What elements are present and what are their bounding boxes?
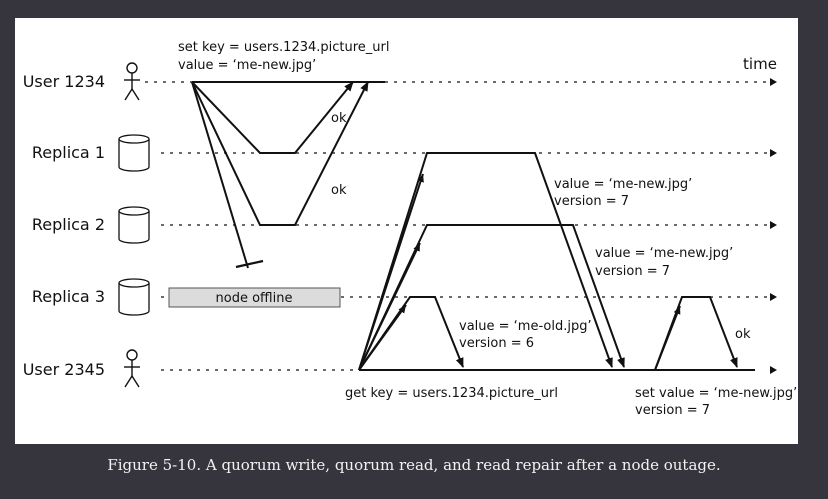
node-offline-label: node offline (216, 291, 293, 306)
read-from-replica-1 (358, 152, 613, 371)
figure-panel: User 1234 Replica 1 Replica 2 Replica 3 … (15, 18, 798, 444)
participant-label-replica-2: Replica 2 (32, 215, 105, 234)
user-icon (124, 62, 140, 101)
database-icon (118, 206, 150, 244)
response-replica-1-line-1: value = ‘me-new.jpg’ (554, 177, 692, 192)
read-repair-write (654, 296, 738, 371)
database-icon (118, 278, 150, 316)
response-replica-3-line-2: version = 6 (459, 336, 534, 351)
failed-write-cross (235, 259, 264, 269)
write-to-replica-3-failed (191, 81, 249, 269)
participant-label-user-1234: User 1234 (23, 72, 105, 91)
time-label: time (743, 55, 777, 73)
quorum-diagram: User 1234 Replica 1 Replica 2 Replica 3 … (23, 40, 798, 418)
write-to-replica-1 (191, 81, 354, 154)
figure-caption: Figure 5-10. A quorum write, quorum read… (107, 456, 721, 474)
read-from-replica-3 (358, 296, 464, 371)
ack-label-replica-2: ok (331, 183, 347, 198)
read-request-label: get key = users.1234.picture_url (345, 386, 558, 401)
read-repair-inner-arrow (654, 305, 681, 371)
repair-request-line-2: version = 7 (635, 403, 710, 418)
ack-label-replica-1: ok (331, 111, 347, 126)
participant-label-replica-3: Replica 3 (32, 287, 105, 306)
read-inner-arrow-1 (358, 173, 424, 371)
response-replica-2-line-1: value = ‘me-new.jpg’ (595, 246, 733, 261)
write-request-line-1: set key = users.1234.picture_url (178, 40, 390, 55)
participant-label-replica-1: Replica 1 (32, 143, 105, 162)
database-icon (118, 134, 150, 172)
lifeline-end-arrows (770, 78, 777, 374)
write-request-line-2: value = ‘me-new.jpg’ (178, 58, 316, 73)
read-inner-arrow-2 (358, 242, 421, 371)
read-inner-arrow-3 (358, 304, 407, 371)
user-icon (124, 349, 140, 388)
write-to-replica-2 (191, 81, 369, 226)
repair-request-line-1: set value = ‘me-new.jpg’ (635, 386, 797, 401)
response-replica-2-line-2: version = 7 (595, 264, 670, 279)
node-offline-box (168, 287, 341, 308)
ack-label-repair: ok (735, 327, 751, 342)
response-replica-1-line-2: version = 7 (554, 194, 629, 209)
response-replica-3-line-1: value = ‘me-old.jpg’ (459, 319, 592, 334)
participant-label-user-2345: User 2345 (23, 360, 105, 379)
